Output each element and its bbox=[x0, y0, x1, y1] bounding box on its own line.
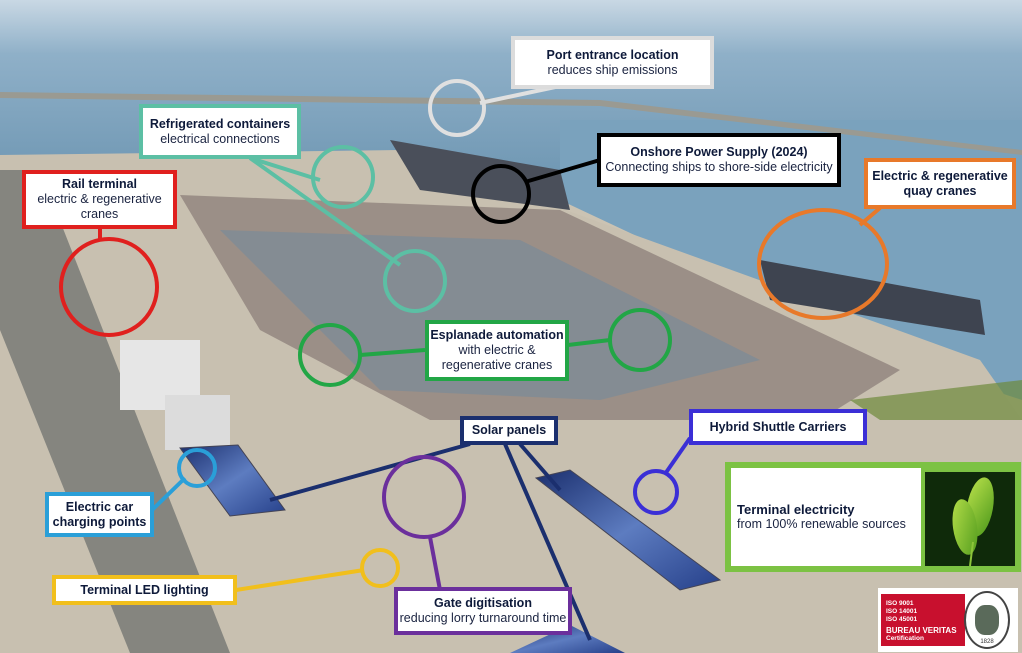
solar-panels-label: Solar panels bbox=[460, 416, 558, 445]
car-charging-circle bbox=[177, 448, 217, 488]
label-sub: from 100% renewable sources bbox=[737, 517, 906, 531]
esplanade-circle-1 bbox=[298, 323, 362, 387]
label-title: Terminal electricity bbox=[737, 502, 855, 517]
leaf-image bbox=[921, 468, 1015, 567]
label-sub: electric & regenerative bbox=[37, 192, 162, 206]
solar-panel-bottom bbox=[510, 625, 625, 653]
refrigerated-label: Refrigerated containers electrical conne… bbox=[139, 104, 301, 159]
label-title: Refrigerated containers bbox=[149, 116, 291, 131]
rail-terminal-label: Rail terminal electric & regenerative cr… bbox=[22, 170, 177, 229]
label-title: charging points bbox=[52, 514, 147, 529]
label-title: Port entrance location bbox=[546, 47, 679, 62]
seal-year: 1828 bbox=[980, 639, 994, 645]
container-stacks-2 bbox=[220, 230, 760, 400]
bureau-veritas-certification: ISO 9001 ISO 14001 ISO 45001 BUREAU VERI… bbox=[878, 588, 1018, 652]
iso-14001: ISO 14001 bbox=[886, 608, 918, 615]
reefer-circle-2 bbox=[383, 249, 447, 313]
gate-circle bbox=[382, 455, 466, 539]
reefer-circle-1 bbox=[311, 145, 375, 209]
sprout-icon bbox=[925, 472, 1015, 567]
label-sub: regenerative cranes bbox=[441, 358, 553, 372]
quay-cranes-label: Electric & regenerative quay cranes bbox=[864, 158, 1016, 209]
label-sub: reduces ship emissions bbox=[547, 62, 678, 77]
label-title: Onshore Power Supply (2024) bbox=[630, 145, 808, 159]
label-title: Electric car bbox=[65, 499, 134, 514]
label-title: Rail terminal bbox=[61, 177, 138, 191]
label-title: Hybrid Shuttle Carriers bbox=[709, 419, 847, 434]
led-lighting-label: Terminal LED lighting bbox=[52, 575, 237, 605]
label-title: Esplanade automation bbox=[430, 328, 564, 342]
electricity-text: Terminal electricity from 100% renewable… bbox=[731, 468, 921, 566]
car-charging-label: Electric car charging points bbox=[45, 492, 154, 537]
gate-digitisation-label: Gate digitisation reducing lorry turnaro… bbox=[394, 587, 572, 635]
esplanade-circle-2 bbox=[608, 308, 672, 372]
label-sub: electrical connections bbox=[160, 131, 280, 146]
solar-panel-left bbox=[179, 444, 286, 517]
terminal-electricity-label: Terminal electricity from 100% renewable… bbox=[725, 462, 1021, 572]
green-strip bbox=[850, 380, 1022, 420]
bureau-veritas-seal-logo: 1828 bbox=[964, 591, 1010, 649]
certification-text: Certification bbox=[886, 635, 924, 642]
label-sub: with electric & bbox=[458, 343, 536, 357]
port-entrance-circle bbox=[428, 79, 486, 137]
label-title: Terminal LED lighting bbox=[80, 582, 209, 597]
rail-tracks bbox=[0, 170, 230, 653]
onshore-power-circle bbox=[471, 164, 531, 224]
esplanade-label: Esplanade automation with electric & reg… bbox=[425, 320, 569, 381]
label-title: Electric & regenerative bbox=[872, 168, 1008, 183]
iso-45001: ISO 45001 bbox=[886, 616, 918, 623]
label-sub: Connecting ships to shore-side electrici… bbox=[605, 160, 833, 174]
port-entrance-label: Port entrance location reduces ship emis… bbox=[511, 36, 714, 89]
quay-cranes-circle bbox=[757, 208, 889, 320]
label-title: Gate digitisation bbox=[434, 596, 532, 610]
label-sub: cranes bbox=[80, 207, 119, 221]
breakwater bbox=[0, 92, 1022, 155]
onshore-power-label: Onshore Power Supply (2024) Connecting s… bbox=[597, 133, 841, 187]
certifier-name: BUREAU VERITAS bbox=[886, 626, 957, 635]
solar-panel-right bbox=[534, 469, 722, 591]
led-circle bbox=[360, 548, 400, 588]
shuttle-circle bbox=[633, 469, 679, 515]
label-title: quay cranes bbox=[903, 183, 977, 198]
certification-badge: ISO 9001 ISO 14001 ISO 45001 BUREAU VERI… bbox=[881, 594, 965, 646]
iso-9001: ISO 9001 bbox=[886, 600, 914, 607]
label-sub: reducing lorry turnaround time bbox=[399, 611, 567, 625]
shuttle-carriers-label: Hybrid Shuttle Carriers bbox=[689, 409, 867, 445]
building bbox=[165, 395, 230, 450]
label-title: Solar panels bbox=[471, 423, 547, 437]
rail-circle bbox=[59, 237, 159, 337]
